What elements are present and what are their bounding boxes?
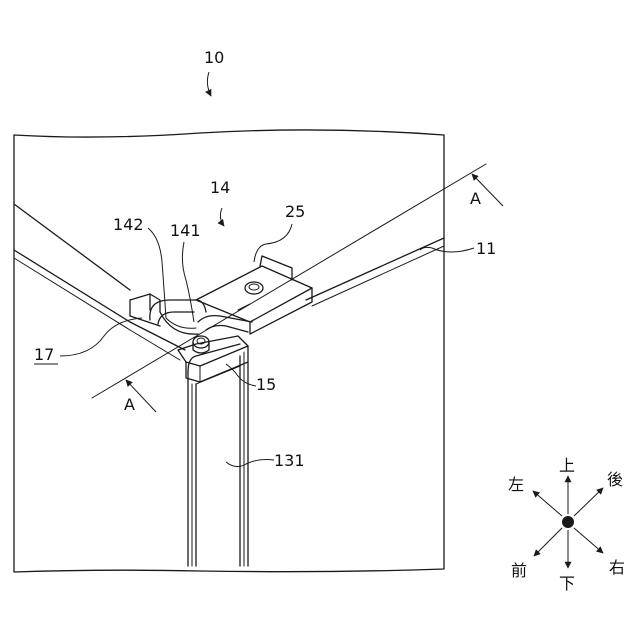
compass-arrow-right [574,528,603,553]
label-25: 25 [285,202,305,221]
leader-142 [148,228,166,318]
compass-label-right: 右 [609,558,625,577]
label-142: 142 [113,215,144,234]
label-15: 15 [256,375,276,394]
section-label-bottom: A [124,395,135,414]
section-cut-line [92,164,486,398]
assembly-arrow [207,72,211,96]
direction-compass: 上 下 左 右 後 前 [508,456,625,593]
assembly-label-group: 10 [204,48,224,96]
leader-11 [420,247,474,252]
label-14: 14 [210,178,230,197]
leader-17 [60,318,142,356]
leader-25 [254,224,292,262]
compass-label-left: 左 [508,475,524,494]
leader-15 [226,364,256,386]
label-11: 11 [476,239,496,258]
hinge-assembly [130,256,312,353]
label-141: 141 [170,221,201,240]
compass-arrow-back [574,488,603,516]
compass-label-back: 後 [607,470,623,489]
reference-labels: 14 25 142 141 11 17 15 131 [34,178,496,470]
compass-label-up: 上 [559,456,575,475]
leader-141 [182,242,194,322]
left-panel-band [14,204,185,360]
leader-131 [226,460,274,467]
leader-14 [220,208,224,226]
assembly-label: 10 [204,48,224,67]
section-label-top: A [470,189,481,208]
compass-center [562,516,574,528]
compass-label-front: 前 [511,561,527,580]
compass-arrow-left [533,491,562,516]
compass-arrow-front [534,528,562,556]
compass-label-down: 下 [559,574,575,593]
label-131: 131 [274,451,305,470]
label-17: 17 [34,345,54,364]
